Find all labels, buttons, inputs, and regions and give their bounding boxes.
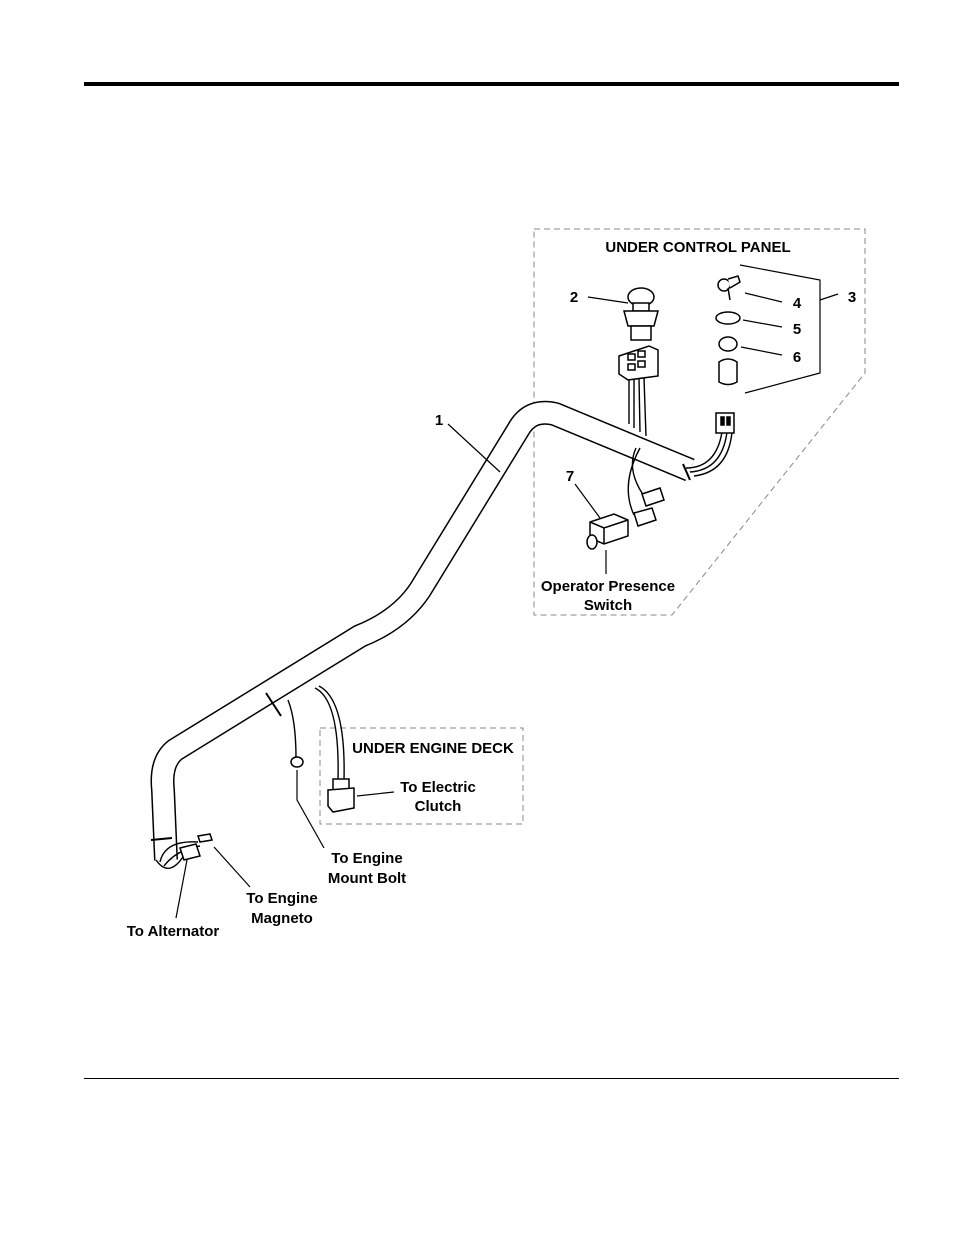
callout-1: 1 (435, 412, 443, 429)
footer-rule (84, 1078, 899, 1079)
callout-4: 4 (793, 295, 802, 312)
electric-clutch-label-2: Clutch (415, 798, 462, 815)
nut-icon (716, 312, 740, 324)
pto-switch-icon (624, 288, 658, 340)
control-panel-title: UNDER CONTROL PANEL (605, 239, 790, 256)
operator-presence-switch-icon (587, 514, 628, 549)
ignition-switch-icon (719, 337, 737, 385)
engine-mount-label-2: Mount Bolt (328, 870, 406, 887)
clutch-connector-icon (328, 779, 354, 812)
operator-presence-label-2: Switch (584, 597, 632, 614)
callout-3: 3 (848, 289, 856, 306)
callout-2: 2 (570, 289, 578, 306)
callout-5: 5 (793, 321, 801, 338)
engine-mount-label-1: To Engine (331, 850, 402, 867)
alternator-label: To Alternator (127, 923, 220, 940)
operator-presence-label-1: Operator Presence (541, 578, 675, 595)
alternator-connector-icon (180, 834, 212, 860)
engine-deck-title: UNDER ENGINE DECK (352, 740, 514, 757)
electric-clutch-label-1: To Electric (400, 779, 476, 796)
header-rule (84, 82, 899, 86)
key-icon (718, 276, 740, 300)
engine-magneto-label-2: Magneto (251, 910, 313, 927)
ignition-plug-icon (716, 413, 734, 433)
engine-magneto-label-1: To Engine (246, 890, 317, 907)
pto-connector-icon (619, 346, 658, 380)
callout-7: 7 (566, 468, 574, 485)
seat-switch-connector-icon (634, 488, 664, 526)
callout-6: 6 (793, 349, 801, 366)
ring-terminal-icon (291, 757, 303, 767)
leader-lines (176, 265, 838, 918)
